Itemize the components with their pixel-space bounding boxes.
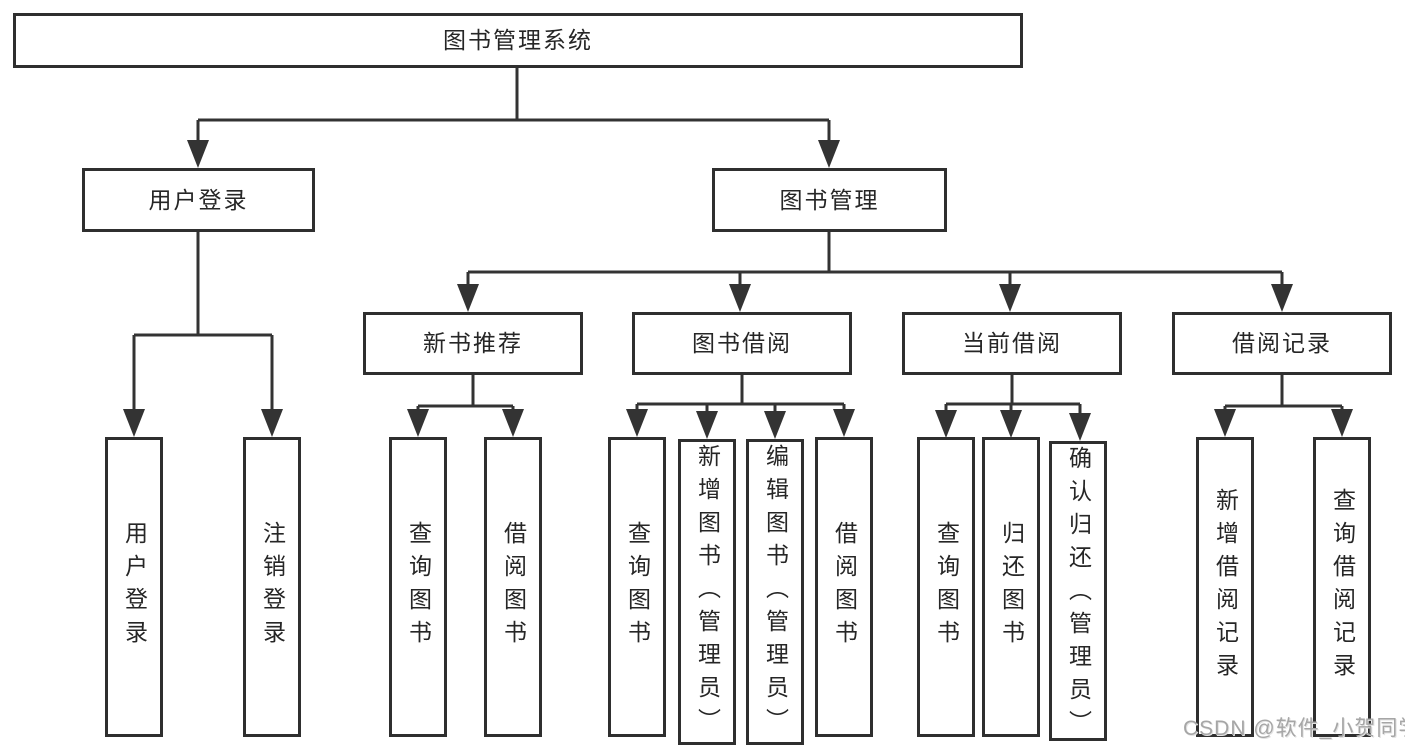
- leaf-query-books-current: 查询图书: [917, 437, 975, 737]
- leaf-borrow-books-recommend: 借阅图书: [484, 437, 542, 737]
- csdn-watermark: CSDN @软件_小贺同学: [1183, 717, 1405, 740]
- node-library-management-system: 图书管理系统: [13, 13, 1023, 68]
- node-current-borrow: 当前借阅: [902, 312, 1122, 375]
- node-label: 用户登录: [148, 186, 249, 213]
- node-book-management: 图书管理: [712, 168, 947, 232]
- leaf-logout-login: 注销登录: [243, 437, 301, 737]
- node-label: 图书借阅: [692, 330, 792, 356]
- leaf-query-books-recommend: 查询图书: [389, 437, 447, 737]
- leaf-label: 用户登录: [121, 521, 148, 653]
- node-label: 图书管理系统: [443, 27, 593, 53]
- leaf-label: 查询图书: [624, 521, 651, 653]
- leaf-label: 查询借阅记录: [1329, 488, 1356, 686]
- node-book-borrow: 图书借阅: [632, 312, 852, 375]
- node-new-book-recommend: 新书推荐: [363, 312, 583, 375]
- leaf-label: 查询图书: [933, 521, 960, 653]
- leaf-return-books: 归还图书: [982, 437, 1040, 737]
- node-label: 新书推荐: [423, 330, 523, 356]
- node-label: 当前借阅: [962, 330, 1062, 356]
- node-label: 图书管理: [779, 186, 880, 213]
- node-borrow-record: 借阅记录: [1172, 312, 1392, 375]
- leaf-label: 借阅图书: [500, 521, 527, 653]
- leaf-label: 归还图书: [998, 521, 1025, 653]
- leaf-label: 新增借阅记录: [1212, 488, 1239, 686]
- leaf-label: 确认归还（管理员）: [1065, 446, 1092, 743]
- leaf-edit-books-admin: 编辑图书（管理员）: [746, 439, 804, 745]
- leaf-confirm-return-admin: 确认归还（管理员）: [1049, 441, 1107, 743]
- leaf-label: 查询图书: [405, 521, 432, 653]
- leaf-query-borrow-record: 查询借阅记录: [1313, 437, 1371, 737]
- node-user-login: 用户登录: [82, 168, 315, 232]
- leaf-label: 注销登录: [259, 521, 286, 653]
- node-label: 借阅记录: [1232, 330, 1332, 356]
- leaf-add-books-admin: 新增图书（管理员）: [678, 439, 736, 745]
- leaf-borrow-books: 借阅图书: [815, 437, 873, 737]
- leaf-label: 编辑图书（管理员）: [762, 444, 789, 741]
- leaf-add-borrow-record: 新增借阅记录: [1196, 437, 1254, 737]
- leaf-query-books-borrow: 查询图书: [608, 437, 666, 737]
- leaf-label: 新增图书（管理员）: [694, 444, 721, 741]
- leaf-label: 借阅图书: [831, 521, 858, 653]
- leaf-user-login: 用户登录: [105, 437, 163, 737]
